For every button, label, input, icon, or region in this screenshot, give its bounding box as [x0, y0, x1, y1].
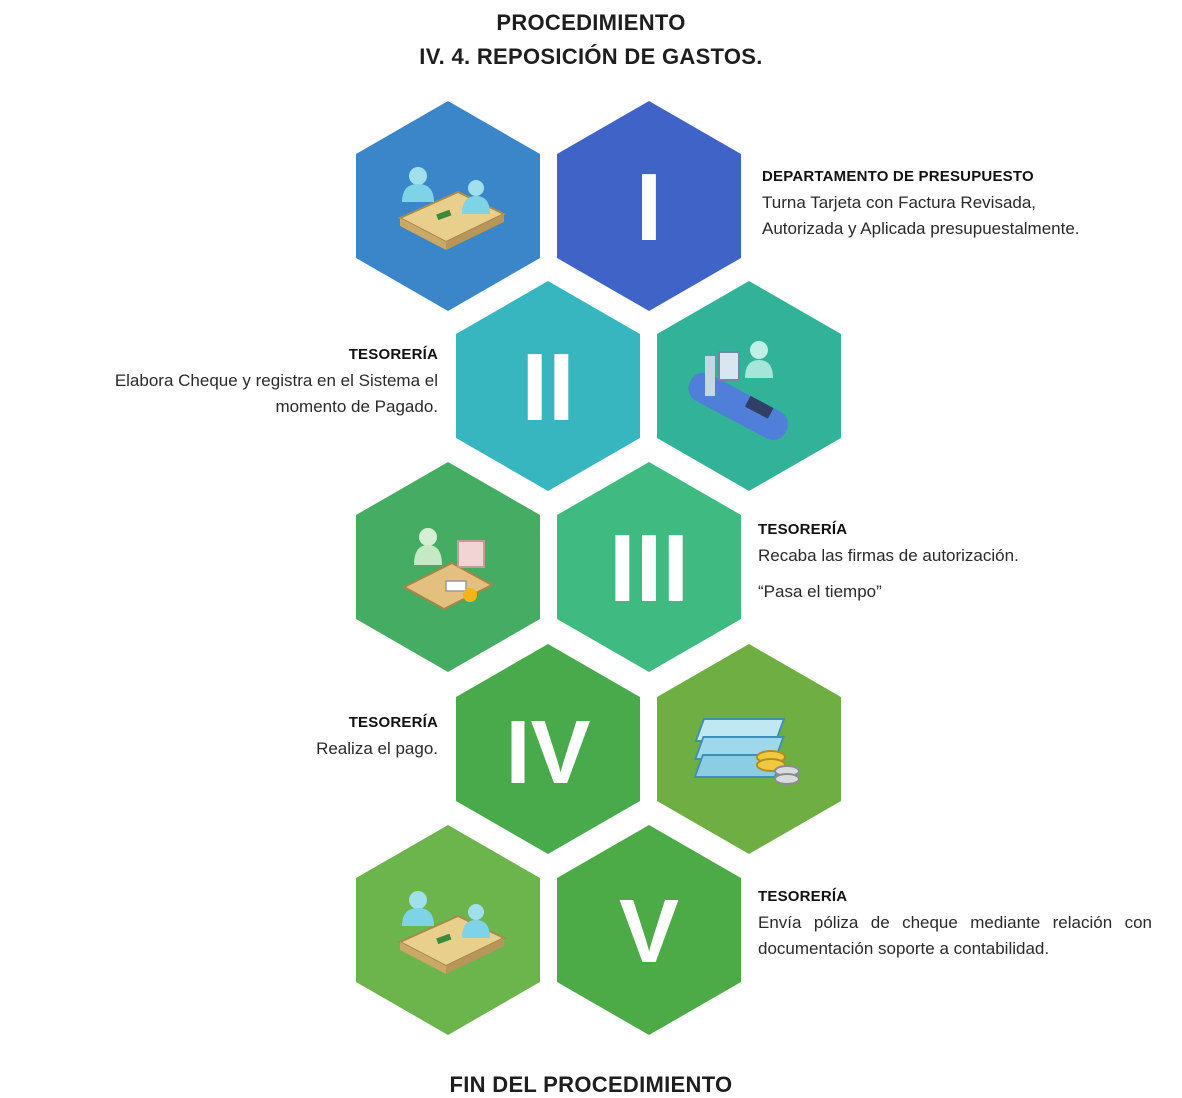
step-2-description: TESORERÍA Elabora Cheque y registra en e… [6, 342, 438, 420]
step-5-text: Envía póliza de cheque mediante relación… [758, 913, 1152, 958]
step-1-department: DEPARTAMENTO DE PRESUPUESTO [762, 168, 1034, 185]
step-4-description: TESORERÍA Realiza el pago. [100, 710, 438, 762]
step-1-numeral-hexagon: I [557, 101, 741, 311]
step-4-department: TESORERÍA [348, 714, 438, 731]
step-4-icon-hexagon [657, 644, 841, 854]
step-5-numeral-hexagon: V [557, 825, 741, 1035]
step-1-line-2: Autorizada y Aplicada presupuestalmente. [762, 219, 1080, 238]
step-3-icon-hexagon [356, 462, 540, 672]
step-5-numeral: V [619, 882, 679, 982]
step-2-department: TESORERÍA [348, 346, 438, 363]
step-4-numeral-hexagon: IV [456, 644, 640, 854]
procedure-label: PROCEDIMIENTO [496, 10, 686, 35]
step-3-note: “Pasa el tiempo” [758, 582, 882, 601]
step-1-icon-hexagon [356, 101, 540, 311]
step-5-description: TESORERÍA Envía póliza de cheque mediant… [758, 884, 1152, 962]
step-2-line-2: momento de Pagado. [275, 397, 438, 416]
step-4-numeral: IV [505, 703, 590, 803]
step-3-numeral-hexagon: III [557, 462, 741, 672]
step-5-icon-hexagon [356, 825, 540, 1035]
step-1-numeral: I [636, 154, 663, 261]
step-3-description: TESORERÍA Recaba las firmas de autorizac… [758, 517, 1158, 605]
end-of-procedure-label: FIN DEL PROCEDIMIENTO [449, 1072, 733, 1097]
step-3-department: TESORERÍA [758, 521, 848, 538]
step-1-line-1: Turna Tarjeta con Factura Revisada, [762, 193, 1037, 212]
step-2-numeral-hexagon: II [456, 281, 640, 491]
step-5-department: TESORERÍA [758, 888, 848, 905]
step-2-numeral: II [521, 334, 574, 441]
procedure-title: IV. 4. REPOSICIÓN DE GASTOS. [419, 44, 763, 69]
step-3-line-1: Recaba las firmas de autorización. [758, 546, 1019, 565]
step-1-description: DEPARTAMENTO DE PRESUPUESTO Turna Tarjet… [762, 164, 1177, 242]
step-4-line-1: Realiza el pago. [316, 739, 438, 758]
step-3-numeral: III [609, 515, 689, 622]
step-2-line-1: Elabora Cheque y registra en el Sistema … [114, 371, 438, 390]
step-2-icon-hexagon [657, 281, 841, 491]
